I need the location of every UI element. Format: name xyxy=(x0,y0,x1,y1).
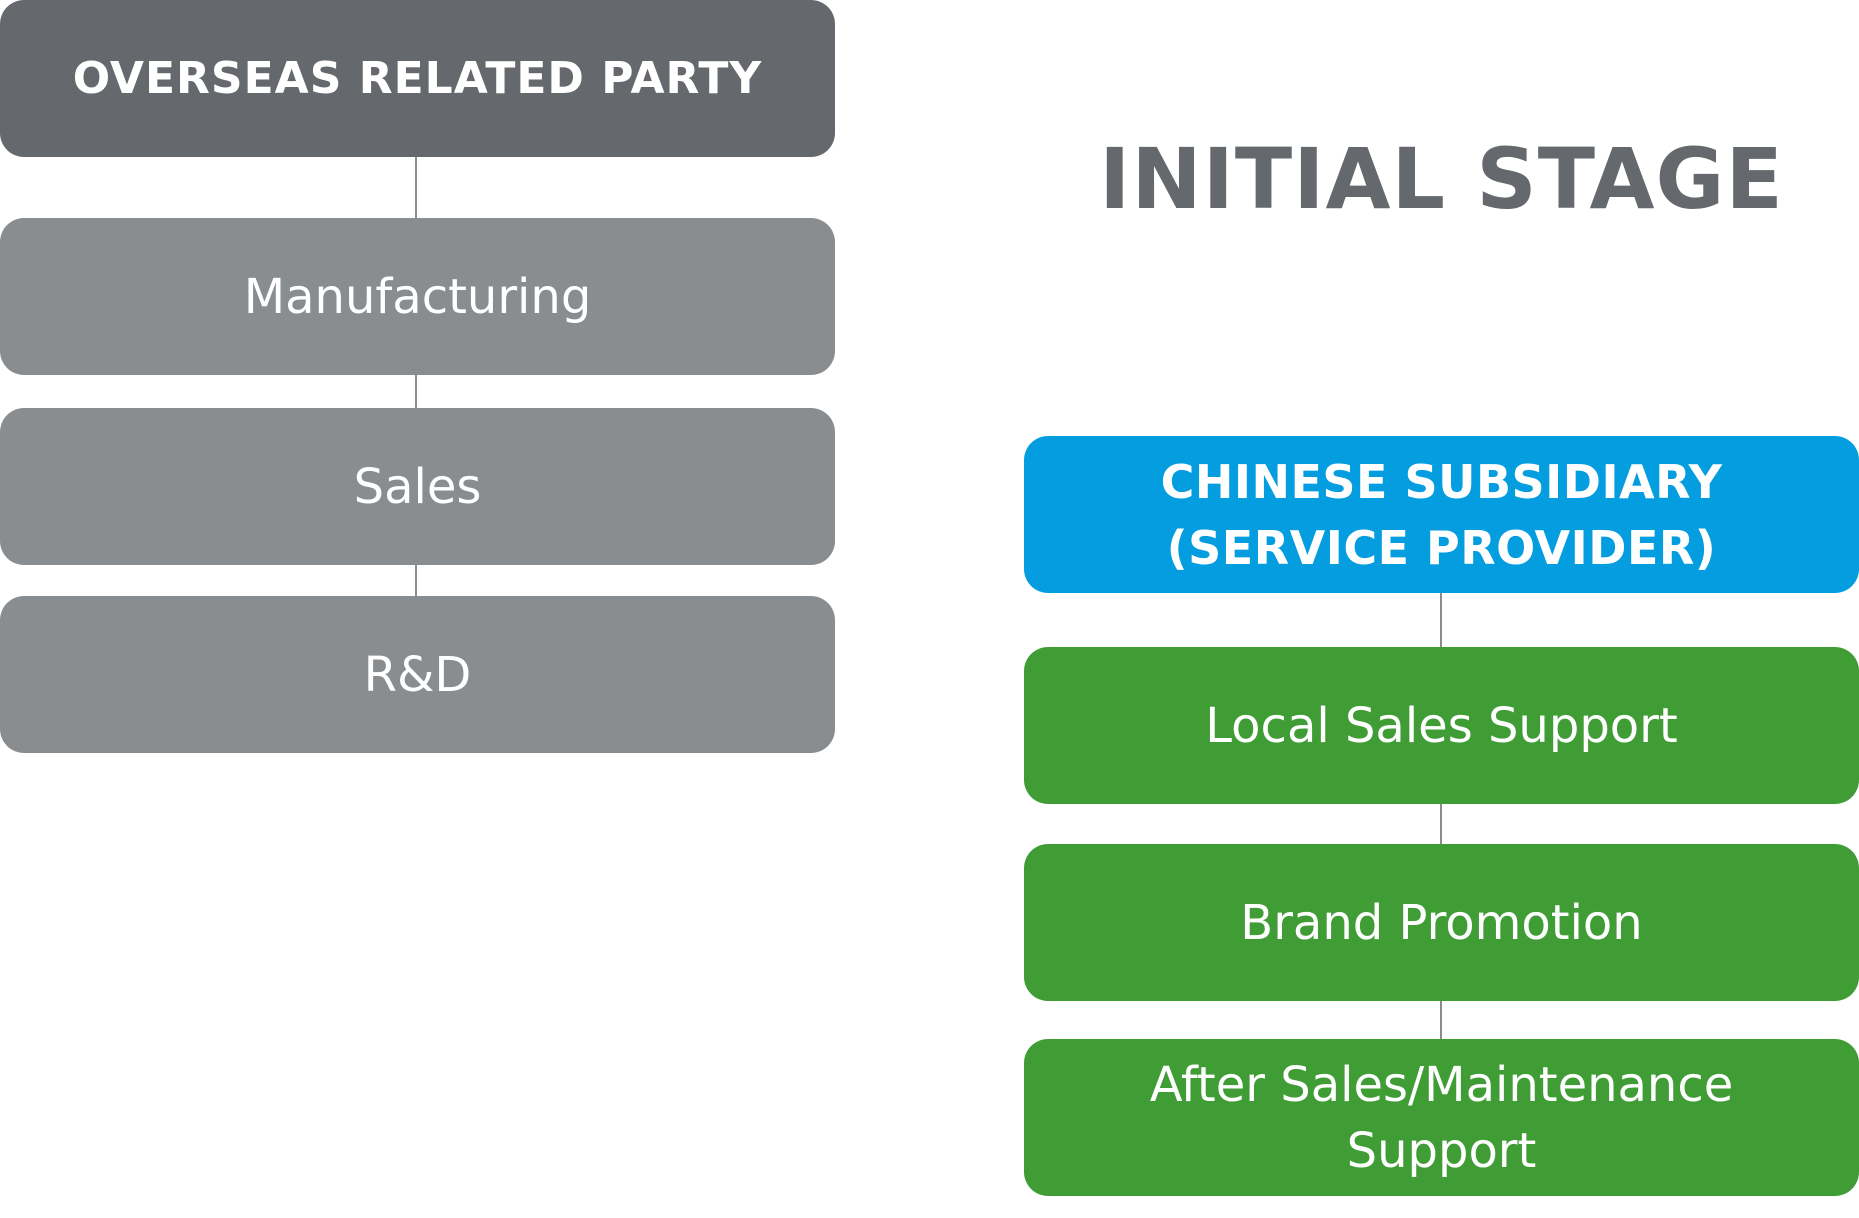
service-label-after-sales: After Sales/Maintenance xyxy=(1149,1056,1734,1113)
connector-subsidiary-local-sales xyxy=(1440,591,1442,649)
connector-overseas-manufacturing xyxy=(415,155,417,220)
service-label-local-sales-support: Local Sales Support xyxy=(1205,697,1678,754)
overseas-related-party-title: OVERSEAS RELATED PARTY xyxy=(72,53,763,104)
function-label-manufacturing: Manufacturing xyxy=(243,268,592,325)
overseas-related-party-box: OVERSEAS RELATED PARTY xyxy=(0,0,835,157)
chinese-subsidiary-title: CHINESE SUBSIDIARY xyxy=(1160,454,1723,509)
chinese-subsidiary-box: CHINESE SUBSIDIARY (SERVICE PROVIDER) xyxy=(1024,436,1859,593)
function-label-sales: Sales xyxy=(353,458,482,515)
function-label-rd: R&D xyxy=(363,646,472,703)
service-label-brand-promotion: Brand Promotion xyxy=(1240,894,1643,951)
service-box-brand-promotion: Brand Promotion xyxy=(1024,844,1859,1001)
connector-local-sales-brand xyxy=(1440,802,1442,847)
service-box-local-sales-support: Local Sales Support xyxy=(1024,647,1859,804)
chinese-subsidiary-subtitle: (SERVICE PROVIDER) xyxy=(1166,520,1717,575)
connector-brand-after-sales xyxy=(1440,999,1442,1041)
function-box-manufacturing: Manufacturing xyxy=(0,218,835,375)
function-box-rd: R&D xyxy=(0,596,835,753)
connector-manufacturing-sales xyxy=(415,373,417,411)
service-box-after-sales: After Sales/Maintenance Support xyxy=(1024,1039,1859,1196)
service-label-after-sales-support: Support xyxy=(1346,1122,1537,1179)
stage-title: INITIAL STAGE xyxy=(1099,130,1784,228)
function-box-sales: Sales xyxy=(0,408,835,565)
connector-sales-rd xyxy=(415,563,417,598)
